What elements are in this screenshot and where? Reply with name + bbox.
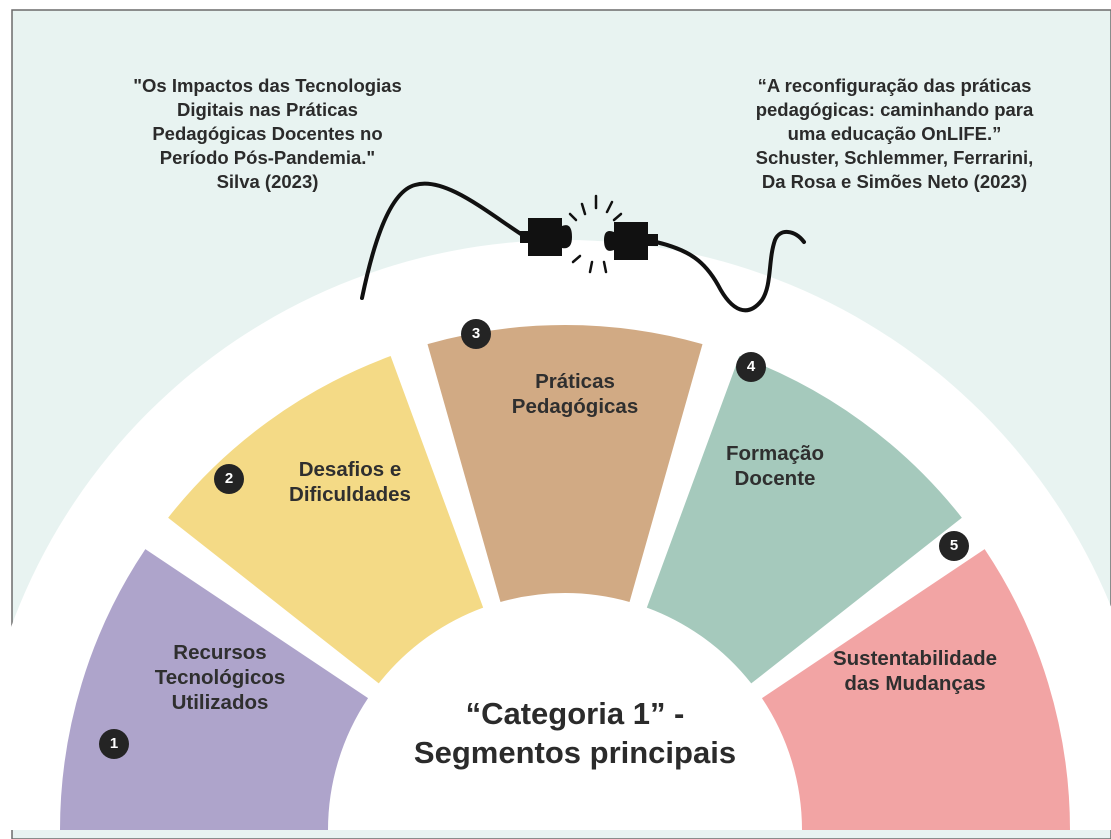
segment-4	[646, 356, 962, 684]
quote-left: "Os Impactos das Tecnologias Digitais na…	[133, 75, 402, 192]
cable-connector-icon	[360, 181, 806, 313]
segment-label-4: Formação Docente	[726, 442, 824, 490]
segment-5	[761, 549, 1070, 830]
segment-number-badge-3: 3	[461, 319, 491, 349]
segment-1	[60, 549, 369, 830]
puzzle-connector-left-icon	[520, 218, 572, 256]
segment-label-2: Desafios e Dificuldades	[289, 458, 411, 506]
segment-label-1: Recursos Tecnológicos Utilizados	[154, 641, 286, 714]
diagram-title: “Categoria 1” - Segmentos principais	[413, 696, 737, 770]
segment-label-3: Práticas Pedagógicas	[511, 370, 639, 418]
segment-number-badge-2: 2	[214, 464, 244, 494]
segment-number-badge-4: 4	[736, 352, 766, 382]
quote-right: “A reconfiguração das práticas pedagógic…	[755, 75, 1034, 192]
segment-3	[427, 325, 703, 602]
puzzle-connector-right-icon	[604, 222, 658, 260]
spark-icon	[568, 194, 623, 274]
segment-number-badge-5: 5	[939, 531, 969, 561]
segment-number-badge-1: 1	[99, 729, 129, 759]
segment-2	[168, 356, 484, 684]
segment-label-5: Sustentabilidade das Mudanças	[832, 647, 998, 695]
